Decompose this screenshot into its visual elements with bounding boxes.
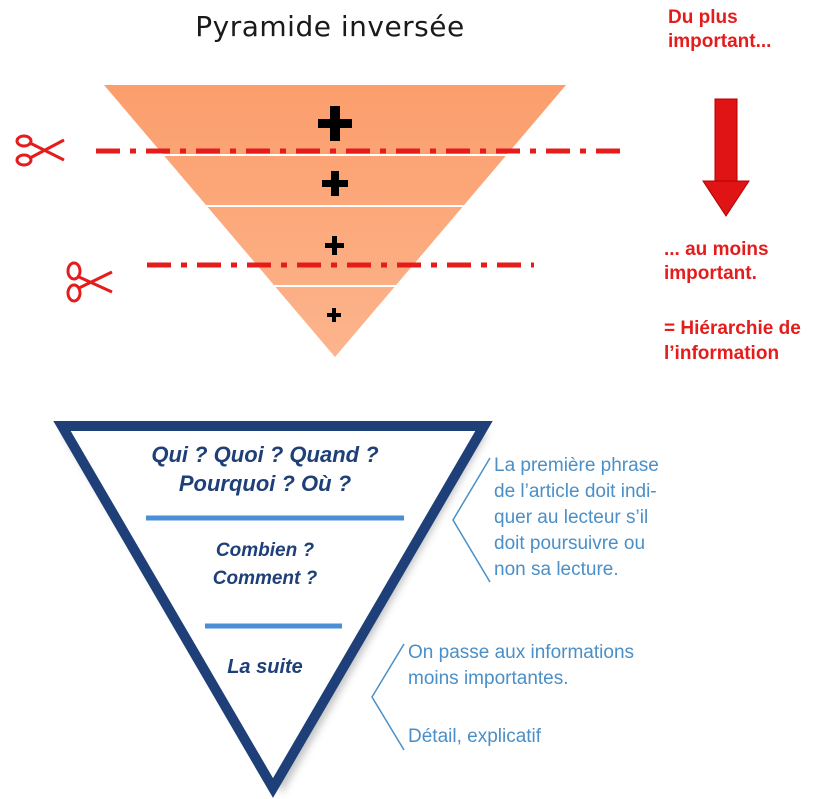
note-most-important: Du plus important... <box>668 6 818 54</box>
questions-middle: Combien ? Comment ? <box>100 537 430 593</box>
note-hierarchy: = Hiérarchie de l’information <box>664 316 823 366</box>
bracket-icon <box>371 643 405 751</box>
note-line: = Hiérarchie de <box>664 318 801 339</box>
note-line: important. <box>664 263 757 284</box>
side-line: doit poursuivre ou <box>494 533 646 554</box>
side-line: La première phrase <box>494 455 659 476</box>
side-line: de l’article doit indi- <box>494 481 657 502</box>
plus-icon-large <box>318 106 352 141</box>
question-line: La suite <box>227 656 303 678</box>
questions-top: Qui ? Quoi ? Quand ? Pourquoi ? Où ? <box>100 440 430 498</box>
diagram-title: Pyramide inversée <box>195 10 465 43</box>
note-line: Du plus <box>668 7 738 28</box>
question-line: Pourquoi ? Où ? <box>178 471 352 496</box>
side-line: non sa lecture. <box>494 559 619 580</box>
side-line: quer au lecteur s’il <box>494 507 649 528</box>
note-line: important... <box>668 31 772 52</box>
plus-icon-small <box>325 236 344 255</box>
note-least-important: ... au moins important. <box>664 238 814 286</box>
plus-icon-smallest <box>327 308 341 322</box>
questions-low: La suite <box>100 654 430 680</box>
note-line: l’information <box>664 343 780 364</box>
note-line: ... au moins <box>664 239 769 260</box>
down-arrow-icon <box>702 98 750 217</box>
side-line: moins importantes. <box>408 668 569 689</box>
bracket-icon <box>452 457 491 583</box>
question-line: Qui ? Quoi ? Quand ? <box>151 442 379 467</box>
question-line: Comment ? <box>212 568 318 589</box>
side-text-first-sentence: La première phrase de l’article doit ind… <box>494 453 659 583</box>
scissors-icon <box>15 134 65 167</box>
side-text-detail: Détail, explicatif <box>408 726 542 747</box>
side-text-less-important: On passe aux informations moins importan… <box>408 640 634 692</box>
side-line: On passe aux informations <box>408 642 635 663</box>
scissors-icon <box>66 261 113 303</box>
plus-icon-medium <box>322 171 348 196</box>
question-line: Combien ? <box>215 540 315 561</box>
